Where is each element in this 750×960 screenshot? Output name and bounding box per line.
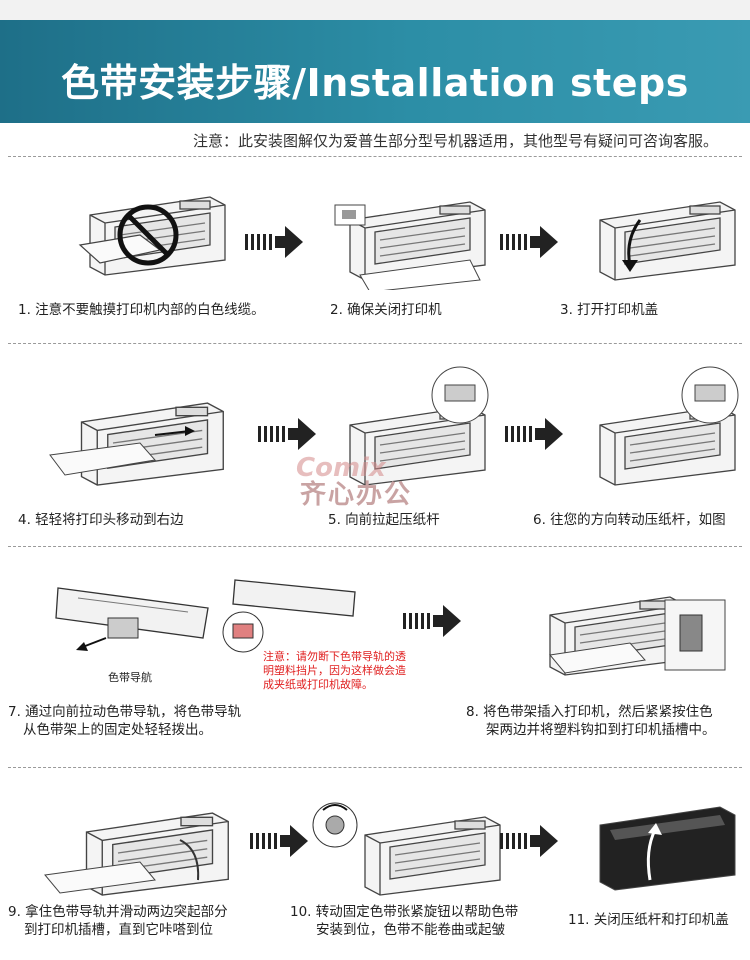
- step10-caption: 10. 转动固定色带张紧旋钮以帮助色带 安装到位，色带不能卷曲或起皱: [290, 904, 519, 938]
- divider: [8, 343, 742, 344]
- step6-illustration: [599, 366, 739, 486]
- divider: [8, 156, 742, 157]
- step9-illustration: [44, 812, 229, 896]
- step7-caption: 7. 通过向前拉动色带导轨，将色带导轨 从色带架上的固定处轻轻拨出。: [8, 704, 242, 738]
- step10-illustration: [312, 802, 501, 896]
- step8-illustration: [549, 596, 726, 676]
- step9-caption: 9. 拿住色带导轨并滑动两边突起部分 到打印机插槽，直到它咔嗒到位: [8, 904, 228, 938]
- divider: [8, 546, 742, 547]
- step6-caption: 6. 往您的方向转动压纸杆，如图: [533, 512, 726, 528]
- arrow-right-icon: [403, 605, 461, 637]
- step2-caption: 2. 确保关闭打印机: [330, 302, 442, 318]
- arrow-right-icon: [505, 418, 563, 450]
- notice-text: 注意：此安装图解仅为爱普生部分型号机器适用，其他型号有疑问可咨询客服。: [192, 132, 718, 150]
- page-title: 色带安装步骤/Installation steps: [61, 61, 689, 105]
- step3-caption: 3. 打开打印机盖: [560, 302, 659, 318]
- arrow-right-icon: [245, 226, 303, 258]
- step4-caption: 4. 轻轻将打印头移动到右边: [18, 512, 184, 528]
- arrow-right-icon: [258, 418, 316, 450]
- warning-note: 注意：请勿断下色带导轨的透 明塑料挡片，因为这样做会造 成夹纸或打印机故障。: [263, 650, 406, 691]
- step8-caption: 8. 将色带架插入打印机，然后紧紧按住色 架两边并将塑料钩扣到打印机插槽中。: [466, 704, 716, 738]
- ribbon-guide-detail-illustration: [222, 579, 356, 653]
- comix-watermark-logo: Comix: [296, 453, 387, 483]
- step2-illustration: [334, 201, 486, 290]
- step4-illustration: [49, 402, 224, 486]
- ribbon-cartridge-illustration: [55, 587, 209, 651]
- step1-illustration: [78, 196, 226, 276]
- arrow-right-icon: [250, 825, 308, 857]
- step5-caption: 5. 向前拉起压纸杆: [328, 512, 440, 528]
- divider: [8, 767, 742, 768]
- step1-caption: 1. 注意不要触摸打印机内部的白色线缆。: [18, 302, 265, 318]
- step11-illustration: [599, 806, 736, 891]
- step5-illustration: [349, 366, 489, 486]
- ribbon-guide-label: 色带导航: [108, 671, 152, 684]
- top-strip: [0, 0, 750, 20]
- watermark-text: 齐心办公: [300, 480, 413, 510]
- arrow-right-icon: [500, 825, 558, 857]
- step11-caption: 11. 关闭压纸杆和打印机盖: [568, 912, 729, 928]
- svg-text:Comix: Comix: [296, 453, 387, 483]
- title-banner: 色带安装步骤/Installation steps: [0, 20, 750, 123]
- step3-illustration: [599, 201, 736, 281]
- arrow-right-icon: [500, 226, 558, 258]
